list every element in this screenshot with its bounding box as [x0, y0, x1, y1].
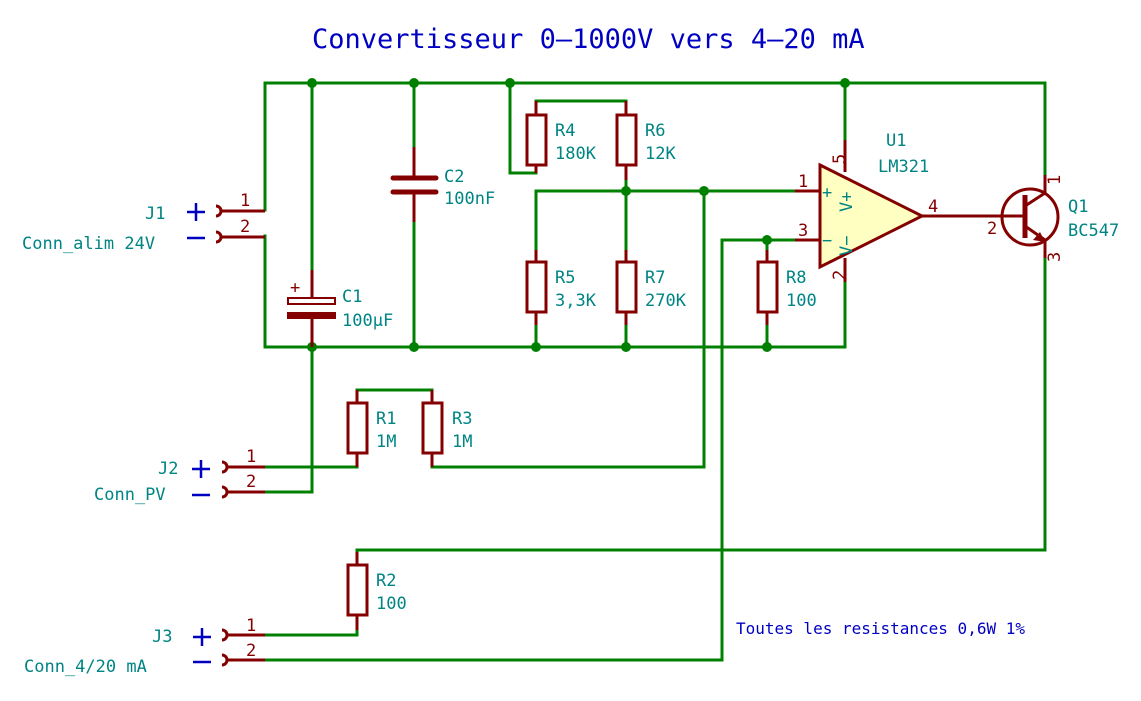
resistor-note: Toutes les resistances 0,6W 1% — [736, 619, 1025, 638]
c2-ref: C2 — [444, 167, 464, 187]
wire-j3-to-r2 — [263, 616, 359, 637]
r7-ref: R7 — [645, 268, 665, 288]
c1-plate-positive — [287, 297, 336, 305]
q1-pin1-number: 1 — [1045, 175, 1065, 185]
junctions — [307, 78, 850, 352]
junction — [409, 342, 419, 352]
r4-body — [525, 113, 548, 167]
wire-divider-node — [534, 189, 822, 264]
r1-ref: R1 — [376, 409, 396, 429]
junction — [409, 78, 419, 88]
wire-gnd-rail — [263, 234, 847, 349]
u1-supply-vminus: V− — [837, 236, 857, 256]
q1-pin2-number: 2 — [987, 219, 997, 239]
u1-pin5-number: 5 — [830, 154, 850, 164]
emitter-arrow-icon — [1033, 232, 1045, 242]
resistor-r1[interactable]: R1 1M — [346, 390, 396, 467]
wire-r4-supply — [508, 81, 538, 175]
r3-ref: R3 — [452, 409, 472, 429]
j3-value: Conn_4/20 mA — [24, 657, 147, 677]
j1-value: Conn_alim 24V — [22, 234, 155, 254]
c1-ref: C1 — [342, 287, 362, 307]
q1-collector-line — [1024, 191, 1046, 208]
resistor-r2[interactable]: R2 100 — [346, 552, 407, 630]
u1-ref: U1 — [886, 131, 906, 151]
r3-body — [421, 401, 444, 455]
resistor-r5[interactable]: R5 3,3K — [525, 250, 597, 325]
j2-ref: J2 — [158, 459, 178, 479]
r5-ref: R5 — [555, 268, 575, 288]
u1-supply-vplus: V+ — [837, 192, 857, 212]
junction — [531, 342, 541, 352]
junction — [762, 342, 772, 352]
junction — [621, 186, 631, 196]
j2-pin2-number: 2 — [246, 472, 256, 492]
r6-body — [615, 113, 638, 167]
junction — [505, 78, 515, 88]
u1-pin3-number: 3 — [798, 221, 808, 241]
transistor-q1[interactable]: 1 2 3 Q1 BC547 — [966, 175, 1119, 262]
j3-pin2-number: 2 — [246, 641, 256, 661]
opamp-triangle-icon — [818, 162, 926, 270]
r5-body — [525, 260, 548, 314]
wire-r1-r3-link — [355, 388, 434, 402]
capacitor-c1[interactable]: + C1 100µF — [287, 270, 393, 347]
r7-body — [615, 260, 638, 314]
q1-pin3-number: 3 — [1045, 252, 1065, 262]
opamp-u1[interactable]: 1 3 4 5 2 + − V+ V− U1 LM321 — [795, 131, 966, 282]
j2-pin1-number: 1 — [246, 447, 256, 467]
r5-value: 3,3K — [555, 291, 597, 311]
j1-ref: J1 — [145, 204, 165, 224]
u1-pin1-number: 1 — [798, 172, 808, 192]
resistor-r6[interactable]: R6 12K — [615, 101, 676, 180]
schematic-title: Convertisseur 0–1000V vers 4–20 mA — [312, 24, 865, 55]
r2-body — [346, 563, 369, 617]
u1-pin4-number: 4 — [928, 197, 938, 217]
r4-ref: R4 — [555, 121, 575, 141]
j3-ref: J3 — [152, 627, 172, 647]
j1-pin1-number: 1 — [240, 191, 250, 211]
r7-value: 270K — [645, 291, 687, 311]
r8-body — [756, 260, 779, 314]
c1-value: 100µF — [342, 311, 393, 331]
r2-value: 100 — [376, 594, 407, 614]
r8-ref: R8 — [786, 268, 806, 288]
wire-vcc-rail — [263, 81, 1047, 212]
connector-j2[interactable]: J2 Conn_PV 1 2 — [94, 447, 265, 505]
junction — [307, 78, 317, 88]
transistor-npn-icon — [1000, 187, 1060, 247]
resistor-r8[interactable]: R8 100 — [756, 250, 817, 325]
resistor-r4[interactable]: R4 180K — [525, 101, 597, 173]
j1-pin2-number: 2 — [240, 217, 250, 237]
q1-value: BC547 — [1068, 221, 1119, 241]
r3-value: 1M — [452, 432, 472, 452]
r6-ref: R6 — [645, 121, 665, 141]
u1-input-minus: − — [822, 231, 832, 251]
connector-j1[interactable]: J1 Conn_alim 24V 1 2 — [22, 191, 265, 254]
r1-value: 1M — [376, 432, 396, 452]
junction — [699, 186, 709, 196]
junction — [762, 235, 772, 245]
r4-value: 180K — [555, 144, 597, 164]
resistor-r7[interactable]: R7 270K — [615, 250, 687, 325]
r6-value: 12K — [645, 144, 676, 164]
wire-r3-to-plus — [430, 189, 706, 469]
c1-plate-negative — [287, 312, 336, 319]
r8-value: 100 — [786, 291, 817, 311]
u1-input-plus: + — [822, 183, 832, 203]
q1-ref: Q1 — [1068, 197, 1088, 217]
junction — [840, 78, 850, 88]
u1-pin2-number: 2 — [830, 270, 850, 280]
j3-pin1-number: 1 — [246, 616, 256, 636]
u1-value: LM321 — [878, 157, 929, 177]
capacitor-c2[interactable]: C2 100nF — [390, 147, 495, 222]
r1-body — [346, 401, 369, 455]
c1-polarity-plus: + — [290, 278, 300, 298]
c2-value: 100nF — [444, 189, 495, 209]
r2-ref: R2 — [376, 571, 396, 591]
resistor-r3[interactable]: R3 1M — [421, 390, 472, 467]
j2-value: Conn_PV — [94, 485, 166, 505]
junction — [621, 342, 631, 352]
connector-j3[interactable]: J3 Conn_4/20 mA 1 2 — [24, 616, 265, 677]
